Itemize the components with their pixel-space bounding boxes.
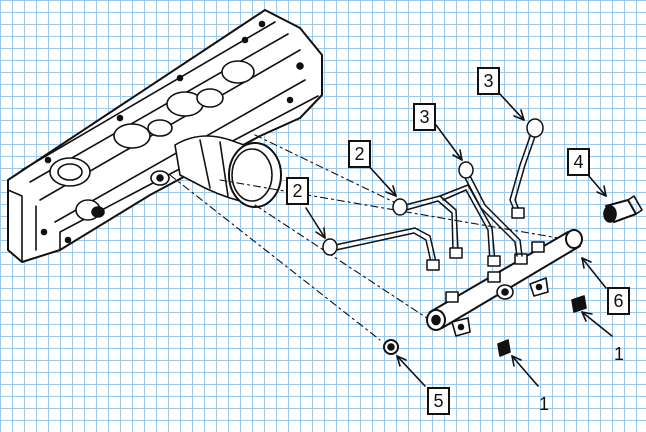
- callout-4: 4: [567, 148, 590, 176]
- engine-block: [7, 9, 323, 263]
- label-1-upper: 1: [614, 344, 625, 364]
- callout-3-right: 3: [477, 67, 500, 95]
- callout-2-upper: 2: [348, 140, 371, 168]
- fasteners: [383, 295, 587, 357]
- callout-3-left: 3: [413, 103, 436, 131]
- alignment-lines: [169, 134, 571, 341]
- callout-6: 6: [607, 287, 630, 315]
- pressure-sensor: [603, 195, 643, 223]
- fuel-rail: [426, 229, 583, 337]
- fuel-lines: [322, 118, 544, 271]
- leader-arrows: [305, 91, 613, 387]
- callout-5: 5: [427, 387, 450, 415]
- label-1-lower: 1: [539, 394, 550, 414]
- callout-2-lower: 2: [286, 177, 309, 205]
